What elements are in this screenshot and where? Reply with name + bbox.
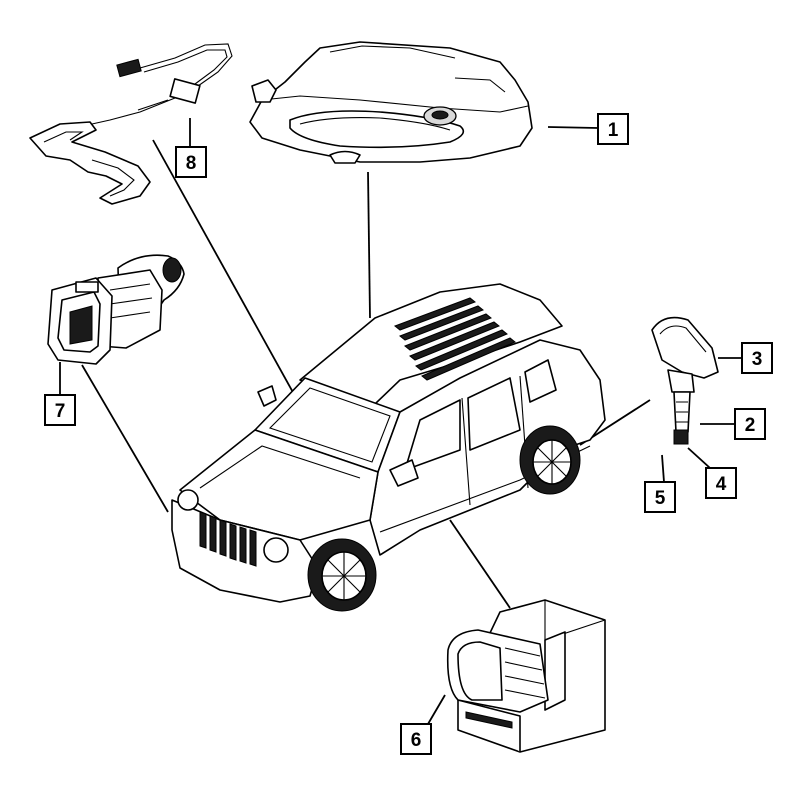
headlight-left-icon [177, 489, 199, 511]
callout-3-label: 3 [752, 349, 763, 370]
headlight-right-icon [263, 537, 289, 563]
callout-5: 5 [644, 481, 676, 513]
leader-line-6 [449, 519, 511, 609]
callout-7: 7 [44, 394, 76, 426]
overhead-console-icon [249, 41, 533, 164]
leader-line-8 [152, 139, 301, 406]
sensor-housing-icon [651, 316, 719, 379]
callout-7-label: 7 [55, 401, 66, 422]
roof-rack-icon [393, 297, 516, 381]
leader-line-7 [81, 364, 169, 513]
callout-6: 6 [400, 723, 432, 755]
leader-line-6-label [427, 694, 446, 725]
leader-line-1 [367, 171, 371, 319]
harness-connector-icon [47, 254, 185, 365]
callout-1-label: 1 [608, 120, 619, 141]
leader-line-5-label [661, 454, 665, 483]
callout-3: 3 [741, 342, 773, 374]
front-wheel-icon [307, 538, 377, 612]
callout-5-label: 5 [655, 488, 666, 509]
grille-icon [199, 511, 257, 567]
antenna-wire-harness-icon [29, 43, 233, 205]
callout-6-label: 6 [411, 730, 422, 751]
callout-2: 2 [734, 408, 766, 440]
callout-8-label: 8 [186, 153, 197, 174]
module-connector-icon [446, 599, 606, 753]
leader-lines [59, 118, 742, 725]
callout-1: 1 [597, 113, 629, 145]
callout-8: 8 [175, 146, 207, 178]
callout-4: 4 [705, 467, 737, 499]
leader-line-4-label [687, 447, 711, 469]
valve-cap-icon [673, 429, 689, 445]
callout-4-label: 4 [716, 474, 727, 495]
vehicle-icon [171, 283, 606, 612]
callout-2-label: 2 [745, 415, 756, 436]
leader-line-1-label [547, 126, 599, 129]
rear-wheel-icon [519, 425, 581, 495]
tire-pressure-sensor-icon [651, 316, 719, 445]
